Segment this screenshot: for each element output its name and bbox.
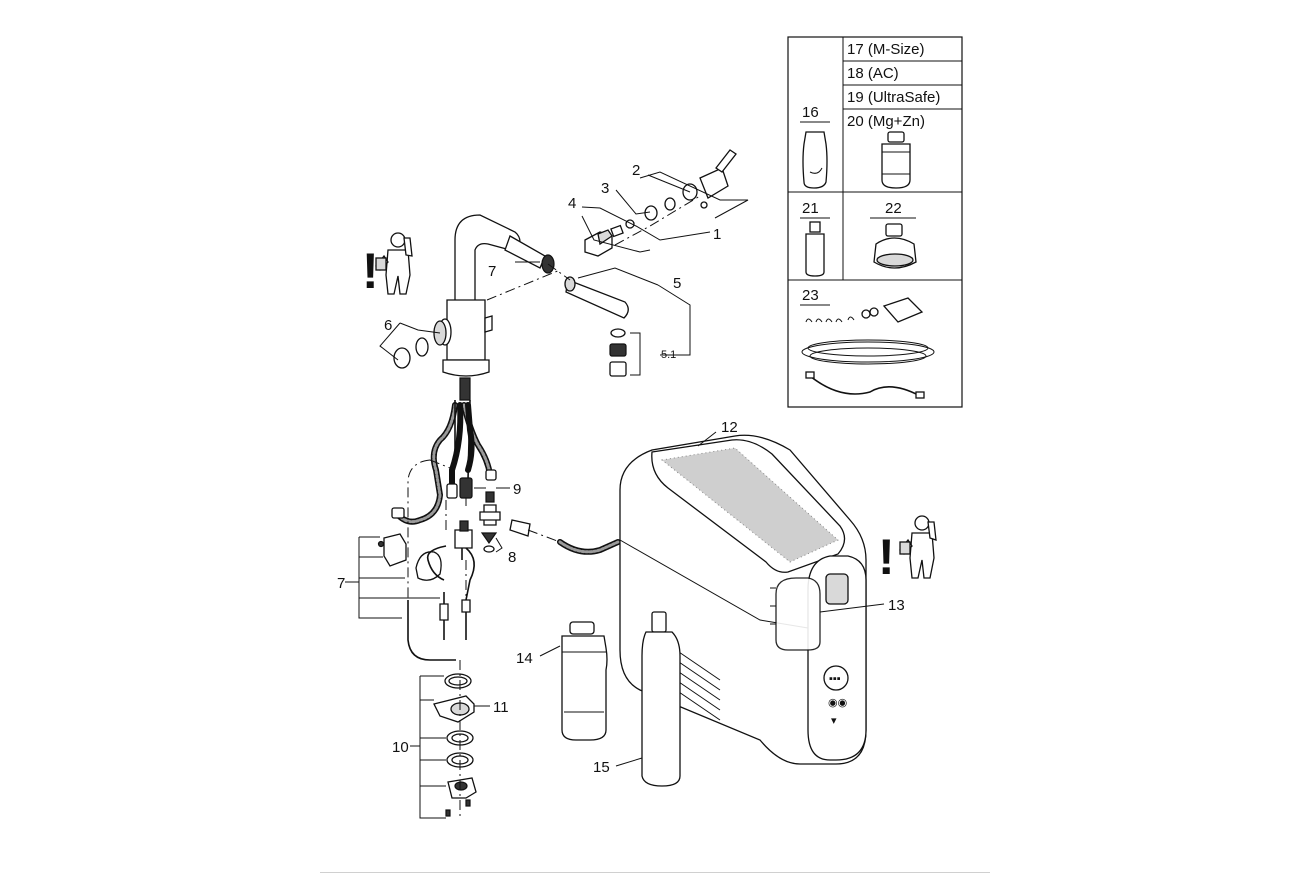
callout-14: 14 bbox=[516, 650, 533, 667]
table-label-17: 17 (M-Size) bbox=[847, 41, 925, 58]
mounting-set bbox=[410, 660, 490, 820]
svg-text:▪▪▪: ▪▪▪ bbox=[829, 673, 841, 685]
warning-mark-right: ! bbox=[878, 529, 895, 585]
callout-4: 4 bbox=[568, 195, 576, 212]
mounting-kit bbox=[377, 459, 475, 661]
table-label-20: 20 (Mg+Zn) bbox=[847, 113, 925, 130]
leader-lines-mid bbox=[345, 487, 510, 619]
callout-12: 12 bbox=[721, 419, 738, 436]
spout-hose-end bbox=[504, 235, 555, 274]
check-valve-set bbox=[480, 532, 498, 553]
aerator-set bbox=[609, 328, 627, 377]
spray-head bbox=[564, 276, 629, 319]
o-ring-set bbox=[393, 337, 429, 369]
callout-5: 5 bbox=[673, 275, 681, 292]
flex-hoses bbox=[391, 399, 497, 525]
table-item-23 bbox=[801, 297, 935, 399]
callout-9: 9 bbox=[513, 481, 521, 498]
faucet-body bbox=[433, 214, 521, 401]
table-item-16 bbox=[802, 131, 828, 189]
warning-mark-left: ! bbox=[362, 243, 379, 299]
boiler-unit: ▪▪▪ ◉◉ ▾ bbox=[619, 434, 867, 765]
table-label-21: 21 bbox=[802, 200, 819, 217]
accessory-parts-table: 16 17 (M-Size) 18 (AC) 19 (UltraSafe) 20… bbox=[787, 36, 963, 408]
callout-labels: 1 2 3 4 5 5.1 6 7 7 8 9 10 11 12 13 14 1… bbox=[337, 162, 905, 776]
leader-12 bbox=[697, 431, 717, 447]
callout-8: 8 bbox=[508, 549, 516, 566]
table-label-18: 18 (AC) bbox=[847, 65, 899, 82]
table-item-22 bbox=[873, 223, 917, 269]
svg-text:◉◉: ◉◉ bbox=[828, 697, 847, 709]
table-label-19: 19 (UltraSafe) bbox=[847, 89, 940, 106]
callout-3: 3 bbox=[601, 180, 609, 197]
svg-text:▾: ▾ bbox=[831, 715, 837, 727]
callout-15: 15 bbox=[593, 759, 610, 776]
leader-lines-top bbox=[379, 171, 749, 376]
callout-5-1: 5.1 bbox=[661, 349, 676, 361]
callout-13: 13 bbox=[888, 597, 905, 614]
co2-bottle bbox=[615, 611, 681, 787]
table-label-23: 23 bbox=[802, 287, 819, 304]
table-label-16: 16 bbox=[802, 104, 819, 121]
callout-11: 11 bbox=[493, 699, 509, 716]
callout-1: 1 bbox=[713, 226, 721, 243]
callout-7-lower: 7 bbox=[337, 575, 345, 592]
filter-cartridge bbox=[539, 621, 608, 741]
footer-divider bbox=[320, 872, 990, 873]
warning-installer-right: ! bbox=[878, 515, 937, 585]
warning-installer-left: ! bbox=[362, 232, 413, 299]
supply-hose bbox=[509, 519, 621, 555]
table-item-21 bbox=[805, 221, 825, 277]
callout-2: 2 bbox=[632, 162, 640, 179]
callout-6: 6 bbox=[384, 317, 392, 334]
callout-7-upper: 7 bbox=[488, 263, 496, 280]
table-item-17-20 bbox=[881, 131, 911, 189]
connector-set bbox=[459, 477, 501, 526]
filter-mounted bbox=[770, 577, 885, 651]
table-label-22: 22 bbox=[885, 200, 902, 217]
callout-10: 10 bbox=[392, 739, 409, 756]
